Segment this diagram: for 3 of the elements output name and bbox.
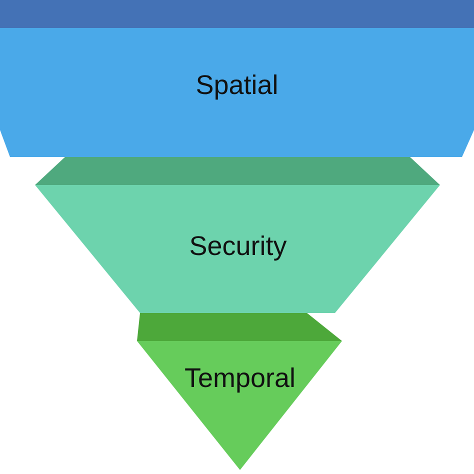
segment-label: Temporal [183,363,297,394]
segment-label: Spatial [194,70,280,101]
segment-label: Security [188,231,288,262]
